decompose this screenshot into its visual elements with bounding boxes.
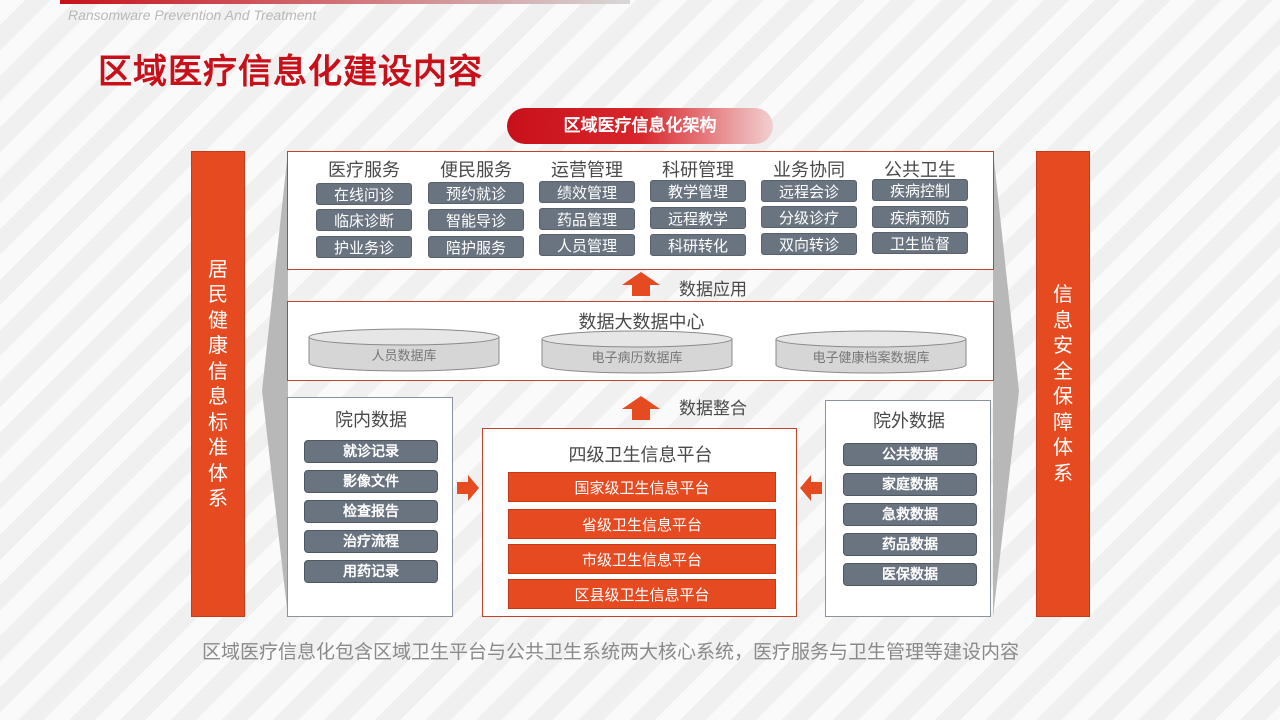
sidebar-char: 安 <box>1053 333 1073 357</box>
sidebar-char: 准 <box>208 435 228 459</box>
sidebar-char: 信 <box>1053 282 1073 306</box>
architecture-label: 区域医疗信息化架构 <box>507 108 773 144</box>
database-label: 电子健康档案数据库 <box>812 351 930 366</box>
sidebar-char: 全 <box>1053 358 1073 383</box>
external-data-title: 院外数据 <box>873 411 945 432</box>
internal-data-item: 影像文件 <box>304 470 438 493</box>
internal-data-item: 治疗流程 <box>304 530 438 553</box>
service-item: 疾病预防 <box>872 206 968 228</box>
service-item: 科研转化 <box>650 234 746 256</box>
sidebar-char: 系 <box>1053 460 1073 485</box>
data-center-title: 数据大数据中心 <box>578 312 705 333</box>
external-data-item: 医保数据 <box>843 563 977 586</box>
right-wedge-shape <box>993 151 1019 617</box>
service-item: 陪护服务 <box>428 236 524 258</box>
service-item: 远程会诊 <box>761 180 857 202</box>
sidebar-char: 息 <box>208 384 228 408</box>
external-data-item: 急救数据 <box>843 503 977 526</box>
database-icon <box>308 328 500 372</box>
service-item: 临床诊断 <box>316 209 412 231</box>
column-heading: 业务协同 <box>773 160 845 181</box>
sidebar-char: 息 <box>1053 307 1073 332</box>
service-item: 护业务诊 <box>316 236 412 258</box>
left-wedge-shape <box>262 151 288 617</box>
external-data-item: 药品数据 <box>843 533 977 556</box>
right-sidebar-security: 信息安全保障体系 <box>1036 151 1090 617</box>
internal-data-item: 检查报告 <box>304 500 438 523</box>
left-sidebar-standards: 居民健康信息标准体系 <box>191 151 245 617</box>
external-data-item: 家庭数据 <box>843 473 977 496</box>
platform-level: 区县级卫生信息平台 <box>508 579 776 609</box>
sidebar-char: 信 <box>208 358 228 383</box>
data-application-label: 数据应用 <box>679 280 747 300</box>
header-subtitle: Ransomware Prevention And Treatment <box>68 7 317 23</box>
database-icon <box>775 330 967 374</box>
external-data-item: 公共数据 <box>843 443 977 466</box>
page-title: 区域医疗信息化建设内容 <box>98 52 483 92</box>
column-heading: 公共卫生 <box>884 160 956 181</box>
internal-data-item: 用药记录 <box>304 560 438 583</box>
internal-data-item: 就诊记录 <box>304 440 438 463</box>
platform-level: 省级卫生信息平台 <box>508 509 776 539</box>
sidebar-char: 系 <box>208 486 228 510</box>
up-arrow-icon <box>622 272 660 296</box>
service-item: 双向转诊 <box>761 233 857 255</box>
sidebar-char: 标 <box>208 409 228 434</box>
sidebar-char: 保 <box>1053 384 1073 408</box>
platform-level: 市级卫生信息平台 <box>508 544 776 574</box>
service-item: 人员管理 <box>539 234 635 256</box>
up-arrow-icon <box>622 396 660 420</box>
service-item: 药品管理 <box>539 208 635 230</box>
data-integration-label: 数据整合 <box>679 399 747 419</box>
database-label: 人员数据库 <box>371 349 437 364</box>
service-item: 远程教学 <box>650 207 746 229</box>
sidebar-char: 居 <box>208 256 228 281</box>
service-item: 疾病控制 <box>872 179 968 201</box>
column-heading: 医疗服务 <box>328 160 400 181</box>
column-heading: 科研管理 <box>662 160 734 181</box>
sidebar-char: 障 <box>1053 409 1073 434</box>
top-accent-line <box>60 0 630 4</box>
column-heading: 便民服务 <box>440 160 512 181</box>
platform-title: 四级卫生信息平台 <box>568 445 713 466</box>
right-arrow-icon <box>457 475 479 501</box>
service-item: 分级诊疗 <box>761 206 857 228</box>
left-arrow-icon <box>800 475 822 501</box>
sidebar-char: 健 <box>208 307 228 332</box>
service-item: 预约就诊 <box>428 182 524 204</box>
internal-data-title: 院内数据 <box>335 410 407 431</box>
service-item: 绩效管理 <box>539 181 635 203</box>
column-heading: 运营管理 <box>551 160 623 181</box>
service-item: 卫生监督 <box>872 232 968 254</box>
footer-description: 区域医疗信息化包含区域卫生平台与公共卫生系统两大核心系统，医疗服务与卫生管理等建… <box>202 641 1020 663</box>
service-item: 教学管理 <box>650 180 746 202</box>
platform-level: 国家级卫生信息平台 <box>508 472 776 502</box>
database-icon <box>541 330 733 374</box>
database-label: 电子病历数据库 <box>591 351 683 366</box>
service-item: 智能导诊 <box>428 209 524 231</box>
service-item: 在线问诊 <box>316 183 412 205</box>
sidebar-char: 民 <box>208 282 228 306</box>
sidebar-char: 康 <box>208 333 228 357</box>
sidebar-char: 体 <box>208 460 228 485</box>
sidebar-char: 体 <box>1053 435 1073 459</box>
